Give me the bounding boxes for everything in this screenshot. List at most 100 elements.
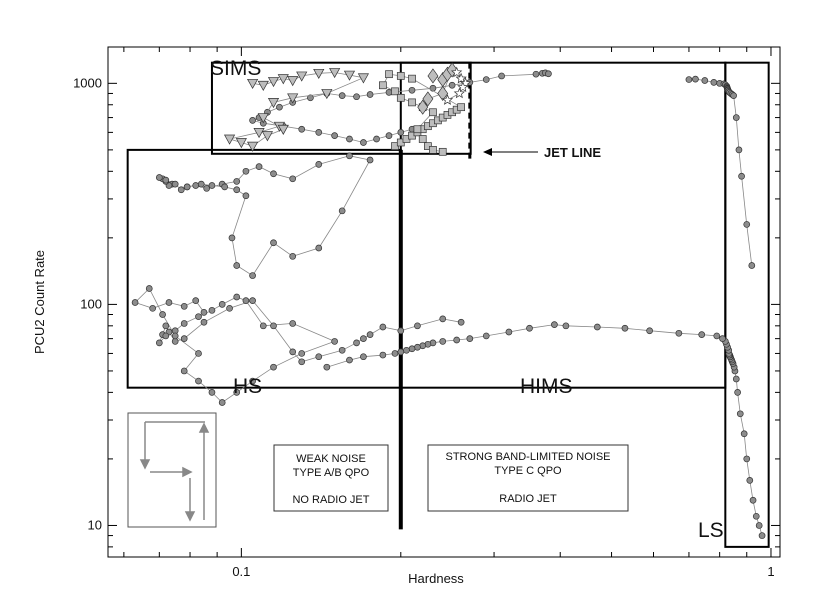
data-point-triangle-down <box>277 124 289 135</box>
data-point-square <box>408 74 416 83</box>
data-point-circle <box>242 297 250 304</box>
jet-line-annotation: JET LINE <box>483 145 601 160</box>
region-label-hims: HIMS <box>520 375 573 398</box>
data-point-circle <box>749 496 757 504</box>
series-5-triangle-down <box>223 68 370 152</box>
data-point-circle <box>701 77 709 84</box>
data-point-circle <box>180 320 188 327</box>
data-point-circle <box>221 183 229 191</box>
data-point-circle <box>732 114 740 121</box>
data-point-circle <box>159 311 166 318</box>
data-point-triangle-down <box>321 89 333 100</box>
data-point-circle <box>226 304 233 312</box>
region-ls <box>724 61 770 548</box>
data-point-square <box>457 103 465 112</box>
data-point-circle <box>315 129 323 136</box>
data-point-star <box>450 66 463 78</box>
data-point-circle <box>732 375 740 383</box>
data-point-circle <box>379 351 387 359</box>
data-point-circle <box>298 125 306 133</box>
data-point-triangle-down <box>257 80 269 91</box>
plot-frame <box>107 46 781 558</box>
y-tick-label: 1000 <box>73 75 102 90</box>
data-point-triangle-down <box>287 93 299 104</box>
data-point-square <box>413 125 422 134</box>
data-point-circle <box>218 301 226 308</box>
data-point-circle <box>192 297 200 304</box>
data-point-circle <box>289 320 297 327</box>
data-point-circle <box>289 175 297 183</box>
data-point-circle <box>482 332 490 340</box>
data-point-circle <box>218 399 226 406</box>
region-label-ls: LS <box>698 519 724 542</box>
data-point-square <box>385 70 393 79</box>
data-point-circle <box>346 356 353 364</box>
data-point-square <box>438 147 447 156</box>
series-line <box>159 155 371 277</box>
data-point-circle <box>734 389 741 396</box>
data-point-diamond <box>437 85 449 102</box>
data-point-circle <box>414 322 421 330</box>
data-point-circle <box>315 161 323 168</box>
region-label-hs: HS <box>233 375 262 398</box>
note-hard-line-1: STRONG BAND-LIMITED NOISE <box>445 451 610 463</box>
data-point-square <box>418 135 427 143</box>
data-point-circle <box>249 117 256 124</box>
data-point-circle <box>131 299 139 306</box>
data-point-circle <box>155 339 163 347</box>
data-point-circle <box>453 336 461 344</box>
data-point-circle <box>171 338 179 345</box>
data-point-circle <box>735 146 743 154</box>
data-point-circle <box>403 346 410 354</box>
data-point-square <box>429 108 437 117</box>
data-point-circle <box>331 132 338 139</box>
data-point-circle <box>353 93 360 101</box>
data-point-circle <box>149 304 157 312</box>
axis-ticks <box>108 47 780 557</box>
note-box-soft-frame <box>273 444 389 512</box>
data-point-circle <box>685 76 693 83</box>
data-point-circle <box>743 221 751 228</box>
inset-box <box>127 412 217 528</box>
data-point-circle <box>482 76 490 83</box>
data-point-circle <box>162 176 170 184</box>
x-axis-label: Hardness <box>408 571 464 586</box>
data-point-circle <box>498 72 505 80</box>
data-point-circle <box>203 184 211 192</box>
data-point-circle <box>171 180 179 188</box>
data-point-circle <box>233 178 241 185</box>
data-point-circle <box>545 70 552 78</box>
data-point-circle <box>180 302 188 310</box>
data-point-circle <box>408 345 416 353</box>
data-point-diamond <box>417 99 429 115</box>
data-point-circle <box>439 338 447 345</box>
data-point-circle <box>448 81 456 89</box>
data-point-circle <box>298 350 306 357</box>
series-8-star <box>441 66 472 105</box>
series-line <box>688 78 753 266</box>
data-point-circle <box>162 322 170 330</box>
data-point-circle <box>180 367 188 375</box>
data-point-circle <box>228 234 236 242</box>
data-point-circle <box>338 92 346 99</box>
data-point-circle <box>208 182 216 189</box>
y-tick-label: 100 <box>80 296 102 311</box>
data-point-circle <box>621 324 629 332</box>
data-point-circle <box>195 350 202 357</box>
inset-arrowhead-up <box>198 422 210 433</box>
data-point-circle <box>233 389 241 396</box>
data-point-circle <box>195 313 202 321</box>
data-point-square <box>408 98 416 107</box>
note-box-hard: STRONG BAND-LIMITED NOISE TYPE C QPO RAD… <box>427 444 629 512</box>
data-point-triangle-down <box>343 70 356 81</box>
data-point-square <box>391 87 399 96</box>
data-point-circle <box>397 327 405 335</box>
data-point-triangle-down <box>267 98 280 109</box>
data-point-circle <box>646 327 653 335</box>
data-point-circle <box>192 182 200 189</box>
data-series-layer <box>131 62 766 539</box>
data-point-triangle-down <box>296 71 308 82</box>
data-point-circle <box>505 328 513 336</box>
